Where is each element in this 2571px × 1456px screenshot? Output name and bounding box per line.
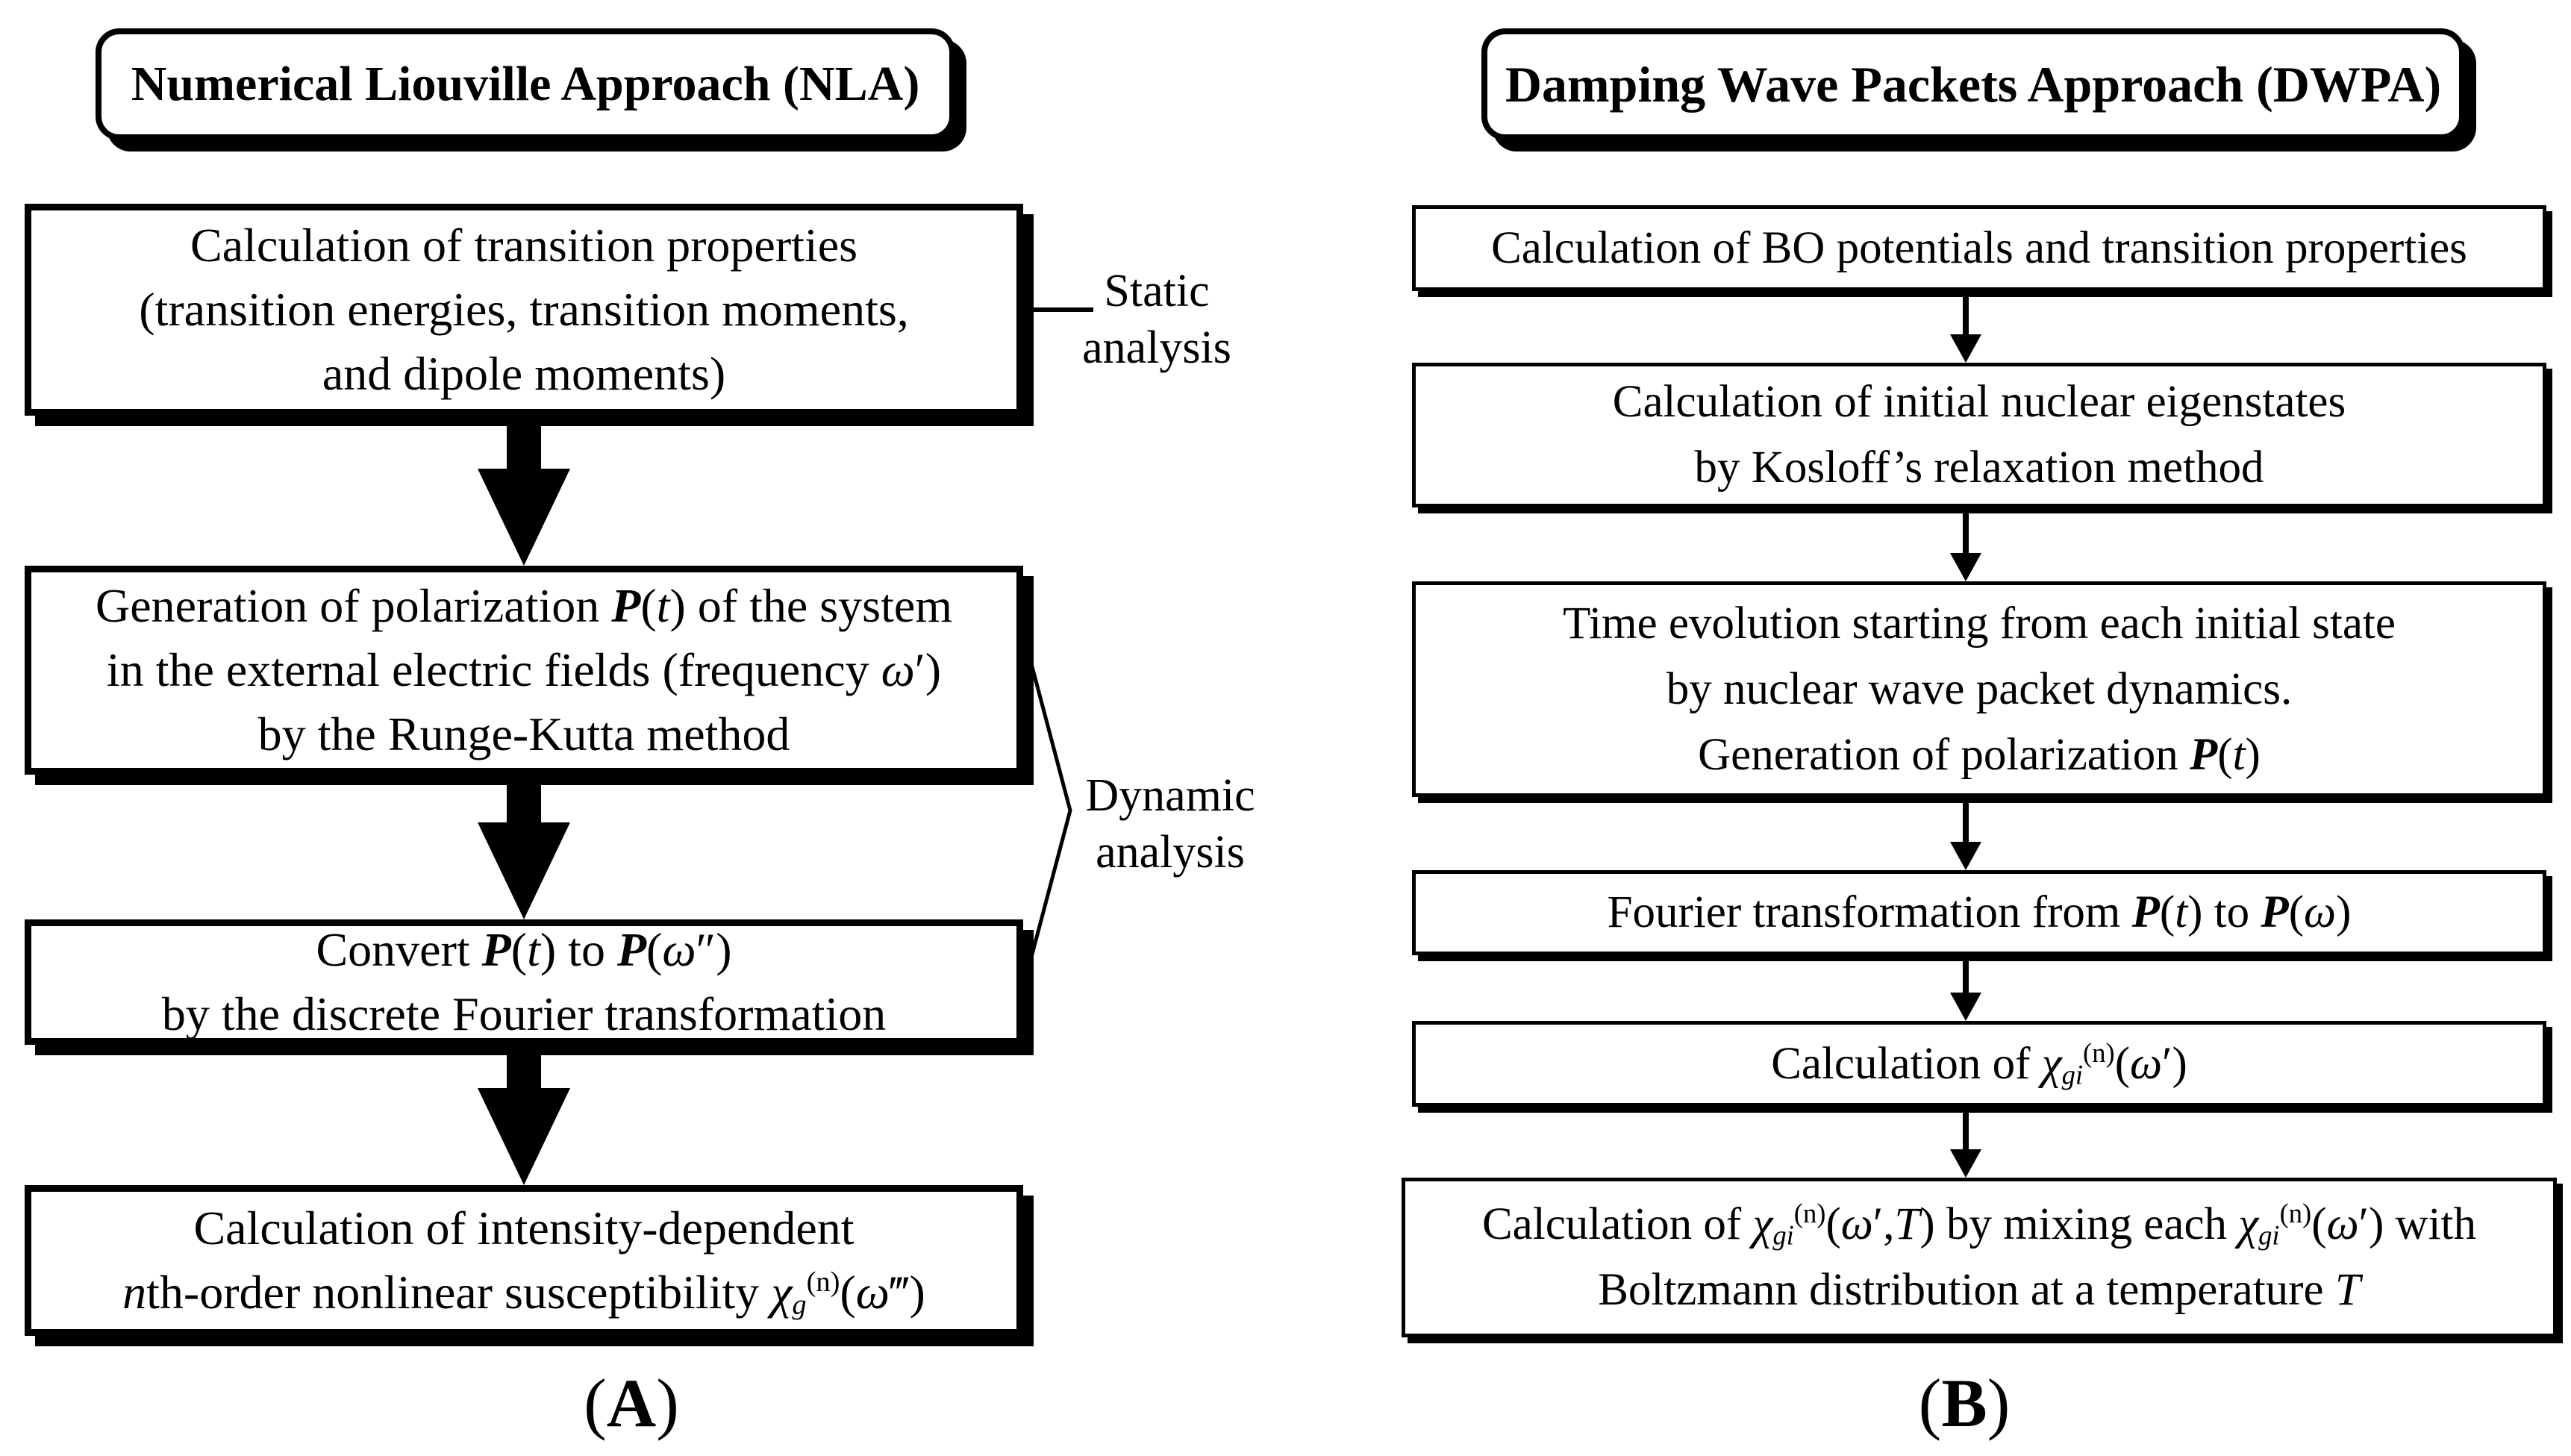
dwpa-title: Damping Wave Packets Approach (DWPA) (1505, 55, 2442, 113)
down-arrow-icon (478, 1045, 570, 1185)
arrow-stem (1963, 955, 1969, 993)
dynamic-analysis-brace (1028, 657, 1072, 963)
arrow-stem (1963, 797, 1969, 842)
dwpa-step-nuclear-eigenstates: Calculation of initial nuclear eigenstat… (1412, 363, 2546, 507)
dwpa-step-time-evolution: Time evolution starting from each initia… (1412, 581, 2546, 797)
arrow-stem (1963, 1107, 1969, 1149)
arrow-head (1950, 993, 1981, 1021)
arrow-head (1950, 842, 1981, 870)
arrow-stem (1963, 507, 1969, 553)
nla-step-polarization-generation: Generation of polarization P(t) of the s… (25, 566, 1023, 775)
down-arrow-icon (1950, 291, 1981, 363)
arrow-head (1950, 334, 1981, 363)
arrow-stem (507, 416, 541, 469)
arrow-head (478, 822, 570, 919)
dwpa-step-2-text: Calculation of initial nuclear eigenstat… (1612, 377, 2346, 493)
panel-b-label: (B) (1918, 1365, 2011, 1441)
arrow-head (478, 1088, 570, 1185)
down-arrow-icon (1950, 507, 1981, 581)
arrow-stem (1963, 291, 1969, 334)
down-arrow-icon (1950, 797, 1981, 870)
arrow-head (1950, 1149, 1981, 1178)
dwpa-step-5-text: Calculation of χgi(n)(ω′) (1771, 1037, 2187, 1090)
panel-a-label: (A) (584, 1365, 679, 1441)
down-arrow-icon (478, 416, 570, 566)
nla-step-transition-properties: Calculation of transition properties(tra… (25, 204, 1023, 416)
dwpa-title-box: Damping Wave Packets Approach (DWPA) (1481, 28, 2465, 140)
dwpa-step-1-text: Calculation of BO potentials and transit… (1491, 222, 2467, 273)
nla-step-3-text: Convert P(t) to P(ω″)by the discrete Fou… (161, 923, 887, 1040)
dwpa-step-fourier-transformation: Fourier transformation from P(t) to P(ω) (1412, 870, 2546, 955)
arrow-head (1950, 553, 1981, 581)
nla-step-1-text: Calculation of transition properties(tra… (139, 219, 909, 400)
dwpa-step-boltzmann-mixing: Calculation of χgi(n)(ω′,T) by mixing ea… (1402, 1178, 2557, 1337)
nla-title: Numerical Liouville Approach (NLA) (131, 57, 920, 111)
down-arrow-icon (1950, 1107, 1981, 1178)
nla-step-fourier-convert: Convert P(t) to P(ω″)by the discrete Fou… (25, 919, 1023, 1045)
arrow-stem (507, 1045, 541, 1088)
dwpa-step-6-text: Calculation of χgi(n)(ω′,T) by mixing ea… (1481, 1198, 2476, 1315)
nla-title-box: Numerical Liouville Approach (NLA) (96, 28, 955, 140)
down-arrow-icon (1950, 955, 1981, 1021)
nla-step-2-text: Generation of polarization P(t) of the s… (95, 579, 953, 760)
down-arrow-icon (478, 775, 570, 919)
dwpa-step-3-text: Time evolution starting from each initia… (1563, 598, 2396, 780)
arrow-head (478, 469, 570, 566)
dwpa-step-chi-calculation: Calculation of χgi(n)(ω′) (1412, 1021, 2546, 1107)
dwpa-step-4-text: Fourier transformation from P(t) to P(ω) (1607, 887, 2352, 937)
arrow-stem (507, 775, 541, 822)
dwpa-step-bo-potentials: Calculation of BO potentials and transit… (1412, 205, 2546, 291)
static-analysis-connector-line (1030, 307, 1093, 312)
